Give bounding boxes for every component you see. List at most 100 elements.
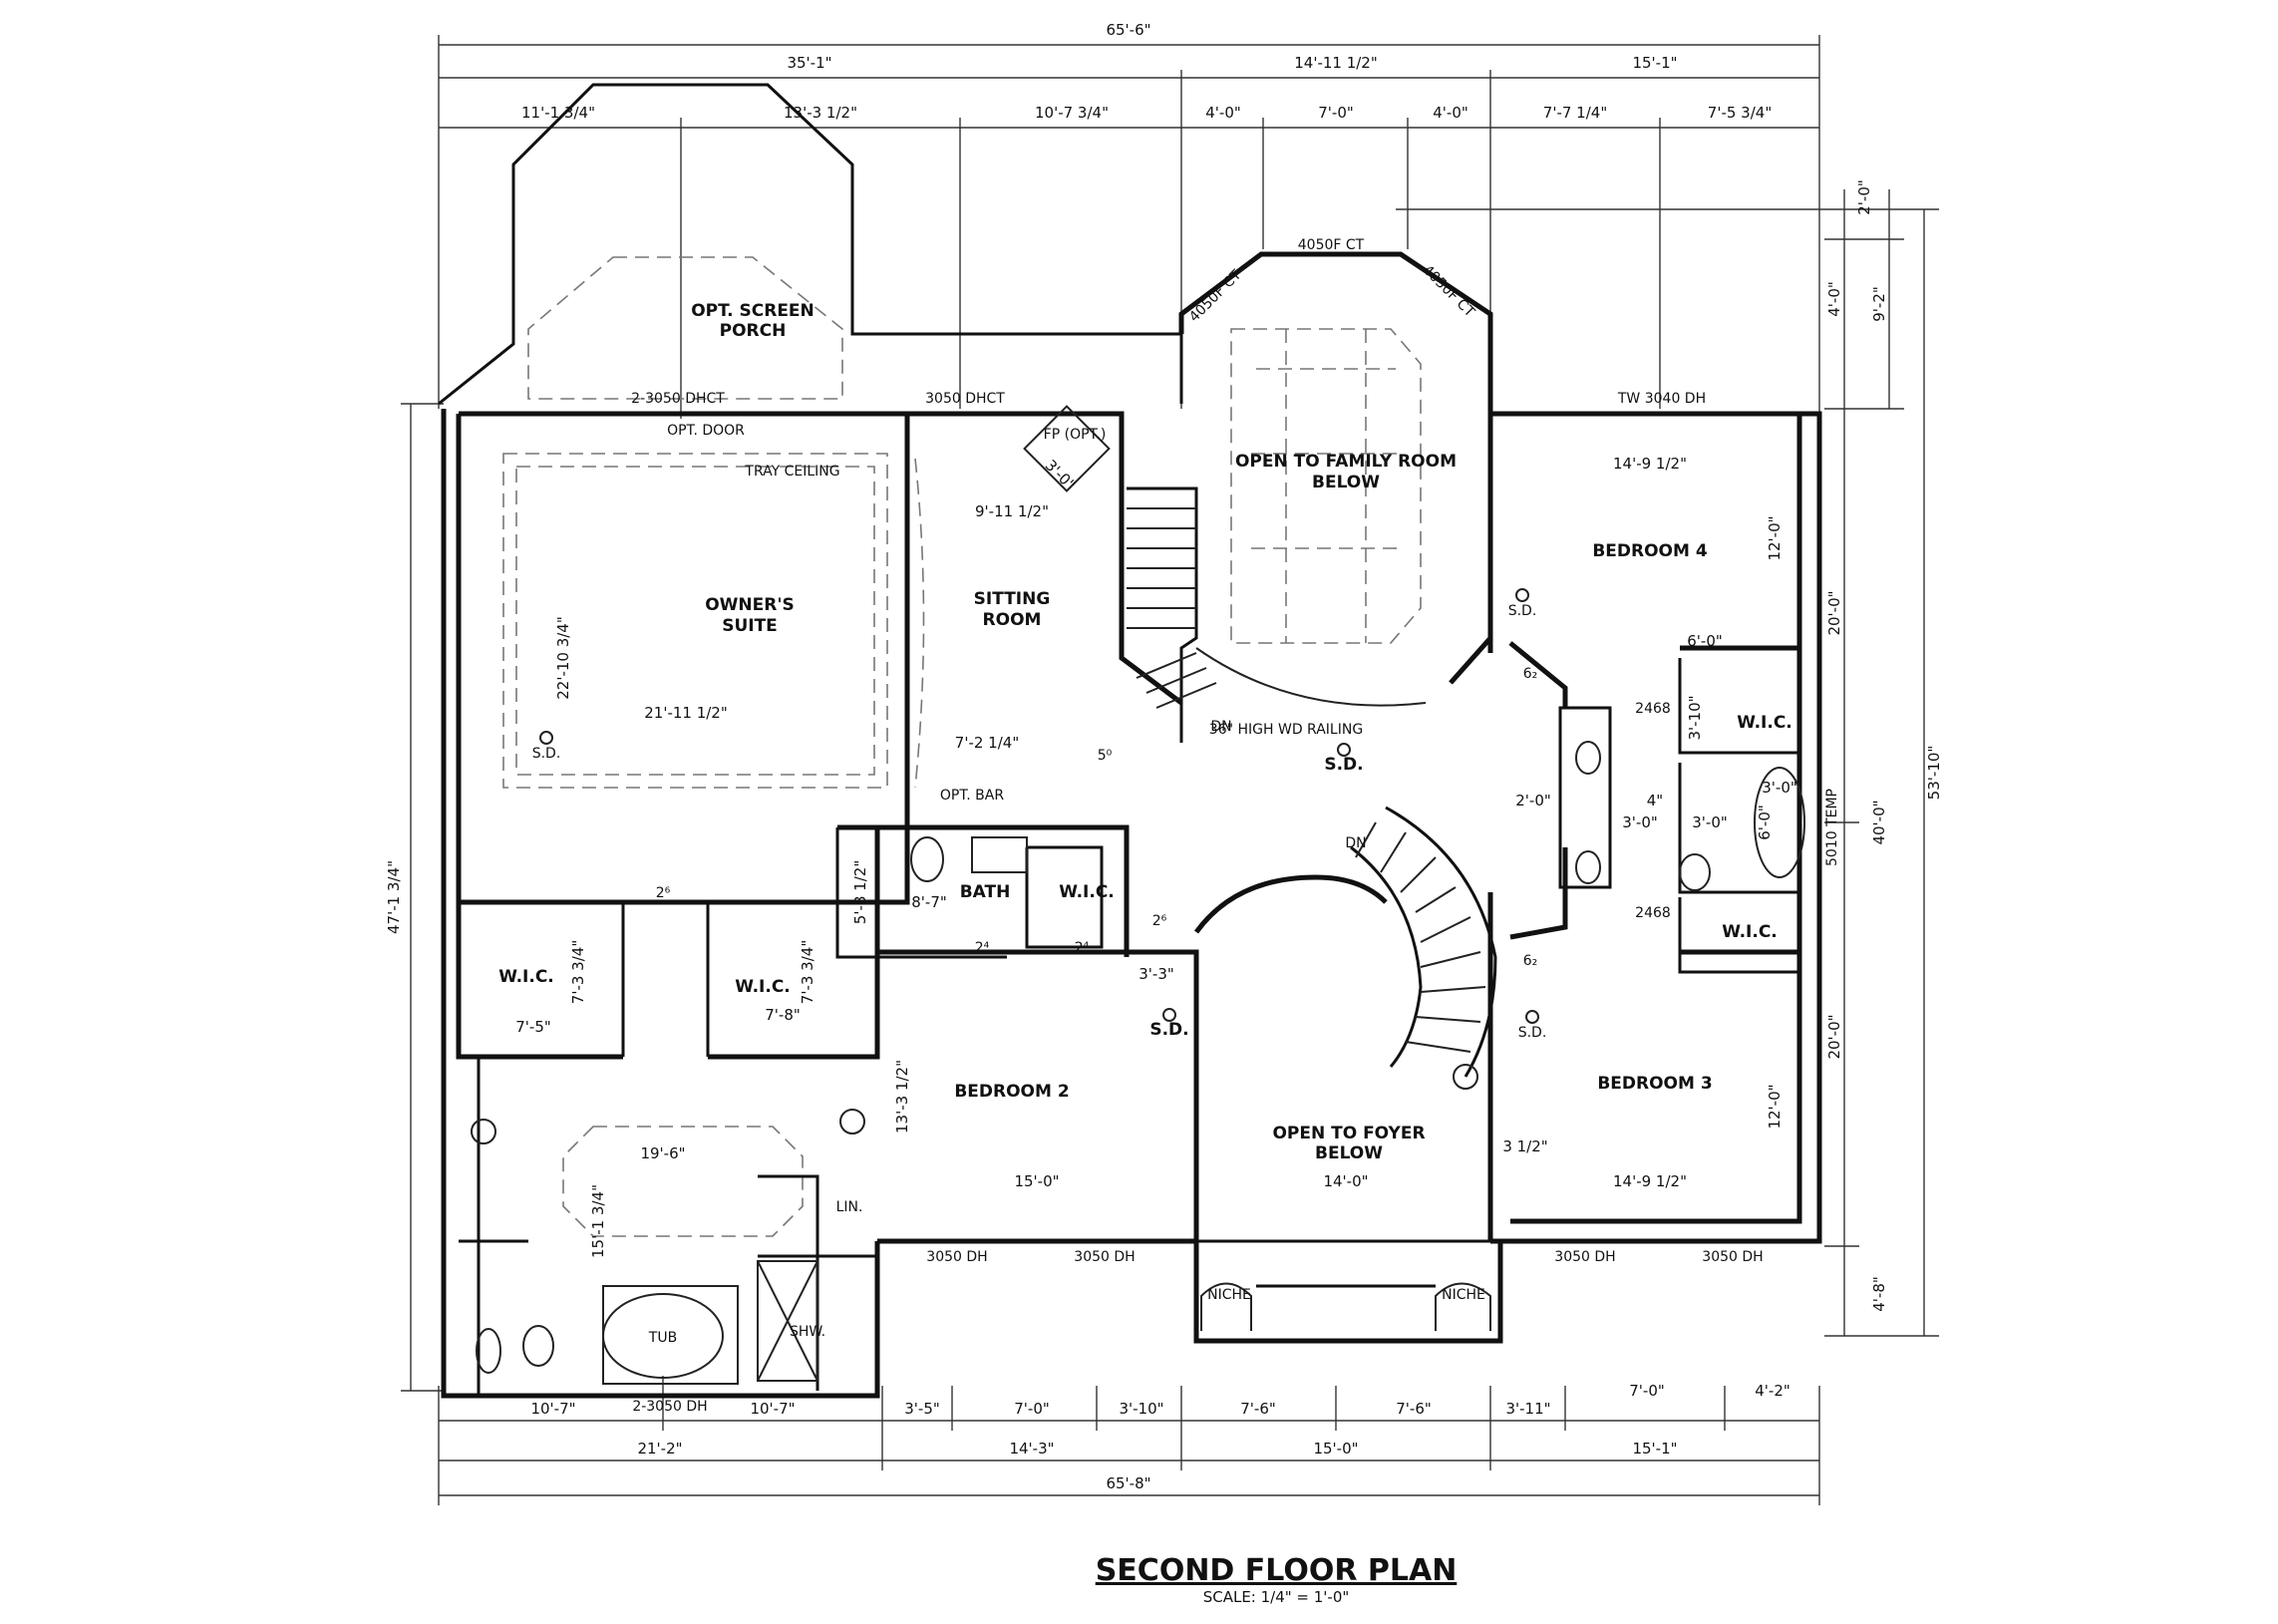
dim-r3: 9'-2": [1870, 286, 1888, 322]
tub-label: TUB: [648, 1330, 677, 1346]
window-2-3050-dhct: 2-3050 DHCT: [631, 391, 725, 407]
bedroom-2-label: BEDROOM 2: [954, 1082, 1069, 1102]
dim-bath-b: 3'-0": [1692, 813, 1728, 831]
dim-r4: 20'-0": [1825, 590, 1843, 635]
dim-top-c: 15'-1": [1632, 54, 1677, 72]
sd-owners: S.D.: [532, 746, 561, 762]
dim-foyer-w: 14'-0": [1323, 1172, 1368, 1190]
sd-hall: S.D.: [1324, 755, 1363, 775]
dim-left-total: 47'-1 3/4": [385, 860, 403, 934]
dim-b-b: 14'-3": [1009, 1440, 1054, 1458]
window-4050f-top: 4050F CT: [1298, 237, 1365, 253]
dim-bed4-h: 12'-0": [1766, 515, 1784, 560]
dim-b1: 10'-7": [530, 1400, 575, 1418]
bath-label: BATH: [960, 882, 1011, 902]
dim-t4: 4'-0": [1205, 104, 1241, 122]
dim-hall-w: 2'-0": [1515, 792, 1551, 810]
dim-wic4-w: 6'-0": [1687, 632, 1723, 650]
tray-ceiling-label: TRAY CEILING: [744, 464, 839, 480]
window-4050f-left: 4050F CT: [1186, 267, 1245, 326]
dim-right-total: 53'-10": [1925, 746, 1943, 801]
sd-bedroom4: S.D.: [1508, 603, 1537, 619]
door-sup-24-b: 2⁴: [1075, 940, 1090, 956]
dim-bed4-w: 14'-9 1/2": [1613, 455, 1687, 473]
dim-t8: 7'-5 3/4": [1708, 104, 1772, 122]
dim-top-total: 65'-6": [1106, 21, 1150, 39]
stair-dn-2: DN: [1345, 835, 1366, 851]
dim-wic4-h: 3'-10": [1686, 695, 1704, 740]
dim-wic-r-w: 7'-8": [765, 1006, 801, 1024]
wic-bed3-label: W.I.C.: [1722, 922, 1778, 942]
window-bed3-a: 3050 DH: [1554, 1249, 1615, 1265]
plan-scale: SCALE: 1/4" = 1'-0": [1203, 1588, 1350, 1606]
wic-right-label: W.I.C.: [735, 977, 791, 997]
niche-right-label: NICHE: [1442, 1287, 1485, 1303]
dim-b5: 3'-10": [1119, 1400, 1163, 1418]
open-foyer-label-2: BELOW: [1315, 1143, 1383, 1163]
window-2-3050dh: 2-3050 DH: [632, 1399, 707, 1415]
niche-left-label: NICHE: [1207, 1287, 1251, 1303]
dim-b2: 10'-7": [750, 1400, 795, 1418]
plan-title: SECOND FLOOR PLAN: [1096, 1553, 1458, 1588]
dim-wic-l-w: 7'-5": [515, 1018, 551, 1036]
dim-owners-h: 22'-10 3/4": [554, 616, 572, 700]
screen-porch-label-2: PORCH: [720, 321, 787, 341]
dim-four-in: 4": [1647, 792, 1663, 810]
dim-t5: 7'-0": [1318, 104, 1354, 122]
room-labels: OWNER'S SUITE SITTING ROOM OPEN TO FAMIL…: [498, 301, 1792, 1346]
dimension-text: 65'-6" 35'-1" 14'-11 1/2" 15'-1" 11'-1 3…: [385, 21, 1943, 1492]
open-family-label-1: OPEN TO FAMILY ROOM: [1235, 452, 1457, 472]
dim-bed3-h: 12'-0": [1766, 1084, 1784, 1129]
dim-bed2-h: 13'-3 1/2": [893, 1060, 911, 1134]
walls: [438, 83, 1822, 1399]
door-sup-62-b: 6₂: [1523, 953, 1538, 969]
window-bed3-b: 3050 DH: [1702, 1249, 1763, 1265]
dim-b3: 3'-5": [904, 1400, 940, 1418]
dim-t3: 10'-7 3/4": [1035, 104, 1109, 122]
window-bed2-b: 3050 DH: [1074, 1249, 1135, 1265]
dim-bath-a: 3'-0": [1622, 813, 1658, 831]
railing-label: 36" HIGH WD RAILING: [1209, 722, 1363, 738]
door-sup-62-a: 6₂: [1523, 666, 1538, 682]
door-2468-b: 2468: [1635, 905, 1671, 921]
dim-mbath-w: 19'-6": [640, 1144, 685, 1162]
dim-wic-r-h: 7'-3 3/4": [799, 940, 816, 1004]
open-foyer-label-1: OPEN TO FOYER: [1272, 1124, 1425, 1143]
dimension-lines: [401, 35, 1939, 1505]
sitting-room-label-1: SITTING: [974, 589, 1051, 609]
dim-bath2-h: 5'-8 1/2": [851, 860, 869, 924]
dashed-ceiling-lines: [502, 256, 1422, 1237]
window-3050-dhct: 3050 DHCT: [925, 391, 1005, 407]
dim-r6: 20'-0": [1825, 1014, 1843, 1059]
door-sup-26-b: 2⁶: [1152, 913, 1167, 929]
opt-door-label: OPT. DOOR: [667, 423, 745, 439]
dim-hall2: 3'-3": [1139, 965, 1174, 983]
stairs: [1127, 487, 1497, 1090]
sitting-room-label-2: ROOM: [983, 610, 1042, 630]
dim-top-b: 14'-11 1/2": [1294, 54, 1378, 72]
dim-mbath-h: 15'-1 3/4": [589, 1184, 607, 1258]
dim-tub-h: 6'-0": [1756, 805, 1774, 840]
door-sup-26-a: 2⁶: [656, 885, 671, 901]
dim-b4: 7'-0": [1014, 1400, 1050, 1418]
sd-bedroom2: S.D.: [1149, 1020, 1188, 1040]
dim-tub-w: 3'-0": [1762, 779, 1797, 797]
dim-fp: 3'-0": [1042, 457, 1080, 494]
dim-b8: 3'-11": [1505, 1400, 1550, 1418]
dim-bath2-w: 8'-7": [911, 893, 947, 911]
wic-center-label: W.I.C.: [1059, 882, 1115, 902]
dim-b9: 7'-0": [1629, 1382, 1665, 1400]
dim-b-d: 15'-1": [1632, 1440, 1677, 1458]
dim-bot-total: 65'-8": [1106, 1474, 1150, 1492]
dim-t6: 4'-0": [1433, 104, 1468, 122]
window-bed2-a: 3050 DH: [926, 1249, 987, 1265]
dim-r5: 40'-0": [1870, 800, 1888, 844]
screen-porch-label-1: OPT. SCREEN: [691, 301, 814, 321]
dim-t7: 7'-7 1/4": [1543, 104, 1607, 122]
wic-bed4-label: W.I.C.: [1737, 713, 1792, 733]
fireplace-label: FP (OPT.): [1044, 427, 1107, 443]
bedroom-4-label: BEDROOM 4: [1592, 541, 1708, 561]
dim-top-a: 35'-1": [787, 54, 831, 72]
open-family-label-2: BELOW: [1312, 473, 1380, 492]
